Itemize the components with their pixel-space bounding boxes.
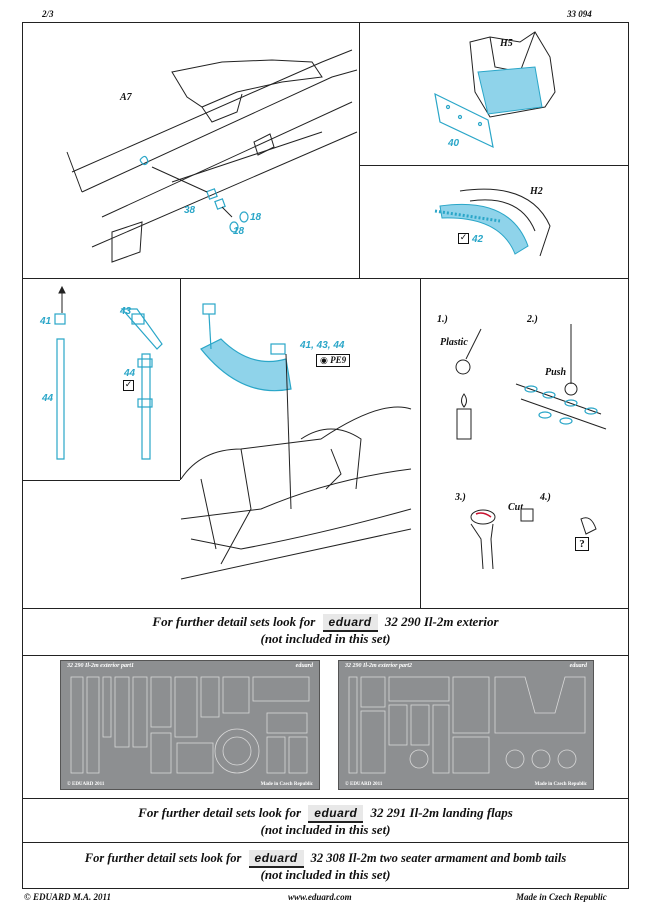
ad1-text: 32 290 Il-2m exterior (384, 614, 499, 629)
fret2-foot-left: © EDUARD 2011 (345, 782, 383, 787)
fret1-title: 32 290 Il-2m exterior part1 (67, 663, 134, 669)
divider-top-vertical (359, 22, 360, 278)
ad1-line1: For further detail sets look for eduard … (22, 614, 629, 632)
fret1-foot-left: © EDUARD 2011 (67, 782, 105, 787)
divider-belt-left (180, 278, 181, 480)
fret2-brand: eduard (569, 663, 587, 669)
technique-drawing (455, 324, 607, 570)
question-icon: ? (575, 537, 589, 551)
eduard-logo: eduard (322, 614, 378, 632)
fret1-brand: eduard (295, 663, 313, 669)
belt-callout-44b: 44 (124, 368, 136, 379)
fret2-title: 32 290 Il-2m exterior part2 (345, 663, 412, 669)
ad3-prefix: For further detail sets look for (84, 851, 242, 865)
belt-callout-44a: 44 (42, 393, 54, 404)
divider-row1 (22, 278, 629, 279)
a7-callout-18b: 18 (233, 226, 245, 237)
h5-drawing (434, 31, 556, 149)
ad1-note: (not included in this set) (260, 631, 391, 646)
pe-box: ◉ PE9 (316, 354, 351, 367)
ad2-note: (not included in this set) (260, 822, 391, 837)
a7-callout-18a: 18 (250, 212, 262, 223)
h5-part-label: H5 (500, 38, 513, 49)
ad3-note: (not included in this set) (260, 867, 391, 882)
fret2-foot-right: Made in Czech Republic (534, 782, 587, 787)
fret2-parts (348, 676, 586, 774)
check-icon: ✓ (458, 233, 469, 244)
footer-url[interactable]: www.eduard.com (288, 892, 352, 902)
fret1-parts (70, 676, 310, 774)
step2-label: Push (545, 367, 567, 378)
ad2-text: 32 291 Il-2m landing flaps (370, 805, 513, 820)
belt-check-icon: ✓ (123, 380, 134, 391)
step1-label: Plastic (440, 337, 468, 348)
belt-drawing (54, 285, 163, 460)
pe-code: PE9 (330, 355, 347, 365)
instruction-frame (22, 22, 629, 889)
footer-made-in: Made in Czech Republic (516, 892, 607, 902)
divider-frets (22, 798, 629, 799)
step3-label: Cut (508, 502, 524, 513)
divider-right-top (359, 165, 629, 166)
ad3-line1: For further detail sets look for eduard … (22, 850, 629, 868)
divider-belt-bottom (22, 480, 180, 481)
ad2-prefix: For further detail sets look for (138, 805, 302, 820)
fret1-foot-right: Made in Czech Republic (260, 782, 313, 787)
h5-callout-40: 40 (448, 138, 460, 149)
fret-part1: 32 290 Il-2m exterior part1 eduard © EDU… (60, 660, 320, 790)
set-number: 33 094 (567, 9, 592, 19)
ad1-prefix: For further detail sets look for (152, 614, 316, 629)
divider-row2 (22, 608, 629, 609)
divider-technique (420, 278, 421, 608)
h2-callout-42: 42 (472, 234, 484, 245)
assembly-callout: 41, 43, 44 (300, 340, 345, 351)
eduard-logo-2: eduard (308, 805, 364, 823)
page-number: 2/3 (42, 9, 54, 19)
a7-callout-38: 38 (184, 205, 196, 216)
step3-number: 3.) (455, 492, 466, 503)
footer-copyright: © EDUARD M.A. 2011 (24, 892, 111, 902)
step1-number: 1.) (437, 314, 448, 325)
eduard-logo-3: eduard (248, 850, 304, 868)
a7-part-label: A7 (120, 92, 132, 103)
step2-number: 2.) (527, 314, 538, 325)
cockpit-drawing (180, 303, 412, 580)
belt-callout-43: 43 (120, 306, 132, 317)
a7-drawing (66, 49, 358, 263)
ad3-text: 32 308 Il-2m two seater armament and bom… (310, 851, 567, 865)
belt-callout-41: 41 (40, 316, 52, 327)
step4-number: 4.) (540, 492, 551, 503)
h2-drawing (434, 188, 551, 257)
h2-part-label: H2 (530, 186, 543, 197)
divider-ad1 (22, 655, 629, 656)
ad2-line1: For further detail sets look for eduard … (22, 805, 629, 823)
divider-ad2 (22, 842, 629, 843)
fret-part2: 32 290 Il-2m exterior part2 eduard © EDU… (338, 660, 594, 790)
